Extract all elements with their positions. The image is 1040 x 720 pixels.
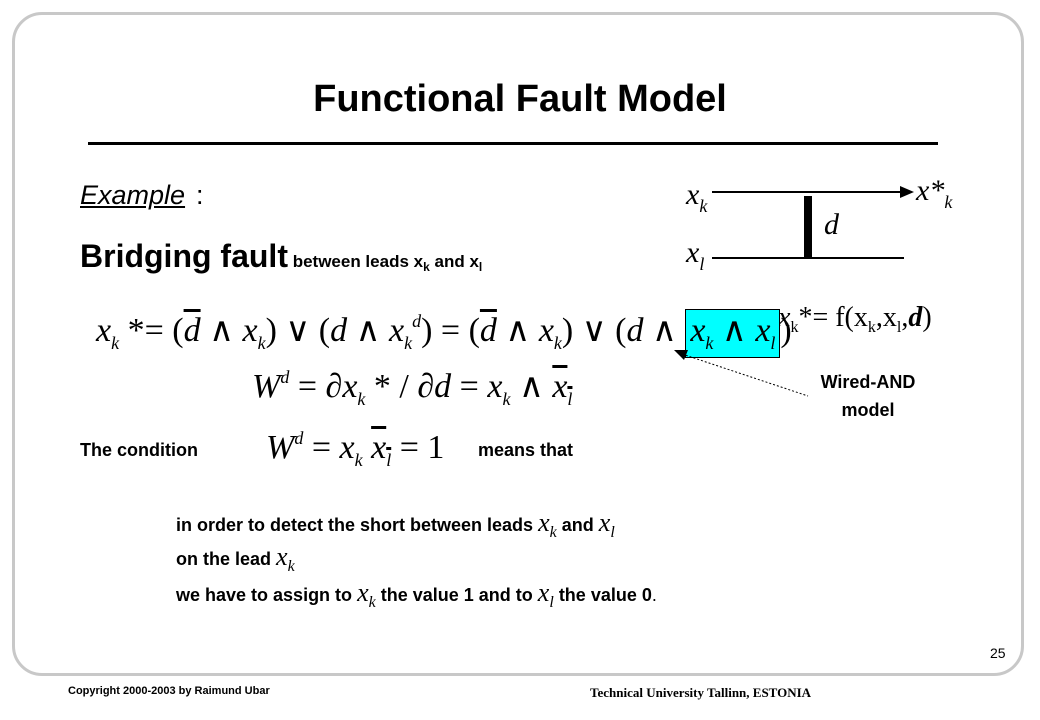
- university-text: Technical University Tallinn, ESTONIA: [590, 685, 812, 700]
- slide-title: Functional Fault Model: [313, 78, 727, 120]
- example-label: Example: [80, 180, 186, 210]
- slide-frame: [12, 12, 1024, 676]
- wired-and-highlight: xk ∧ xl: [685, 309, 781, 358]
- input-xl-label: xl: [686, 236, 705, 274]
- bridge-short-bar: [804, 196, 812, 258]
- bridging-sub-l: l: [478, 260, 483, 274]
- footer-divider: [10, 676, 976, 679]
- bridge-d-label: d: [824, 208, 839, 241]
- title-rule: [88, 142, 938, 145]
- condition-prefix: The condition: [80, 440, 198, 460]
- equation-boolean-derivative: Wd = ∂xk * / ∂d = xk ∧ xl: [252, 367, 573, 409]
- output-xk-star-label: x*k: [916, 174, 953, 212]
- bridging-heading: Bridging fault between leads xk and xl: [80, 238, 482, 275]
- bridging-sub-k: k: [423, 260, 430, 274]
- pointer-line: [681, 353, 809, 397]
- page-number: 25: [990, 645, 1006, 661]
- bridging-text: between leads x: [287, 252, 424, 271]
- copyright-text: Copyright 2000-2003 by Raimund Ubar: [68, 685, 270, 697]
- example-colon: :: [196, 180, 204, 210]
- condition-equation: Wd = xk xl = 1: [266, 428, 445, 470]
- wired-and-label: Wired-AND model: [820, 372, 916, 420]
- output-arrow-icon: [900, 186, 914, 198]
- pointer-arrow-icon: [674, 350, 688, 360]
- equation-xk-star: xk *= (d ∧ xk) ∨ (d ∧ xkd) = (d ∧ xk) ∨ …: [96, 309, 792, 358]
- explanation-line-3: we have to assign to xk the value 1 and …: [176, 578, 657, 611]
- bridging-and: and x: [429, 252, 479, 271]
- bridging-circuit-diagram: [712, 186, 914, 259]
- explanation-line-2: on the lead xk: [176, 542, 295, 575]
- annotation-pointer: [674, 350, 809, 397]
- fault-function-formula: xk*= f(xk,xl,d): [778, 302, 932, 336]
- condition-suffix: means that: [478, 440, 574, 460]
- bridging-bold: Bridging fault: [80, 238, 288, 274]
- explanation-line-1: in order to detect the short between lea…: [176, 508, 615, 541]
- input-xk-label: xk: [686, 178, 708, 216]
